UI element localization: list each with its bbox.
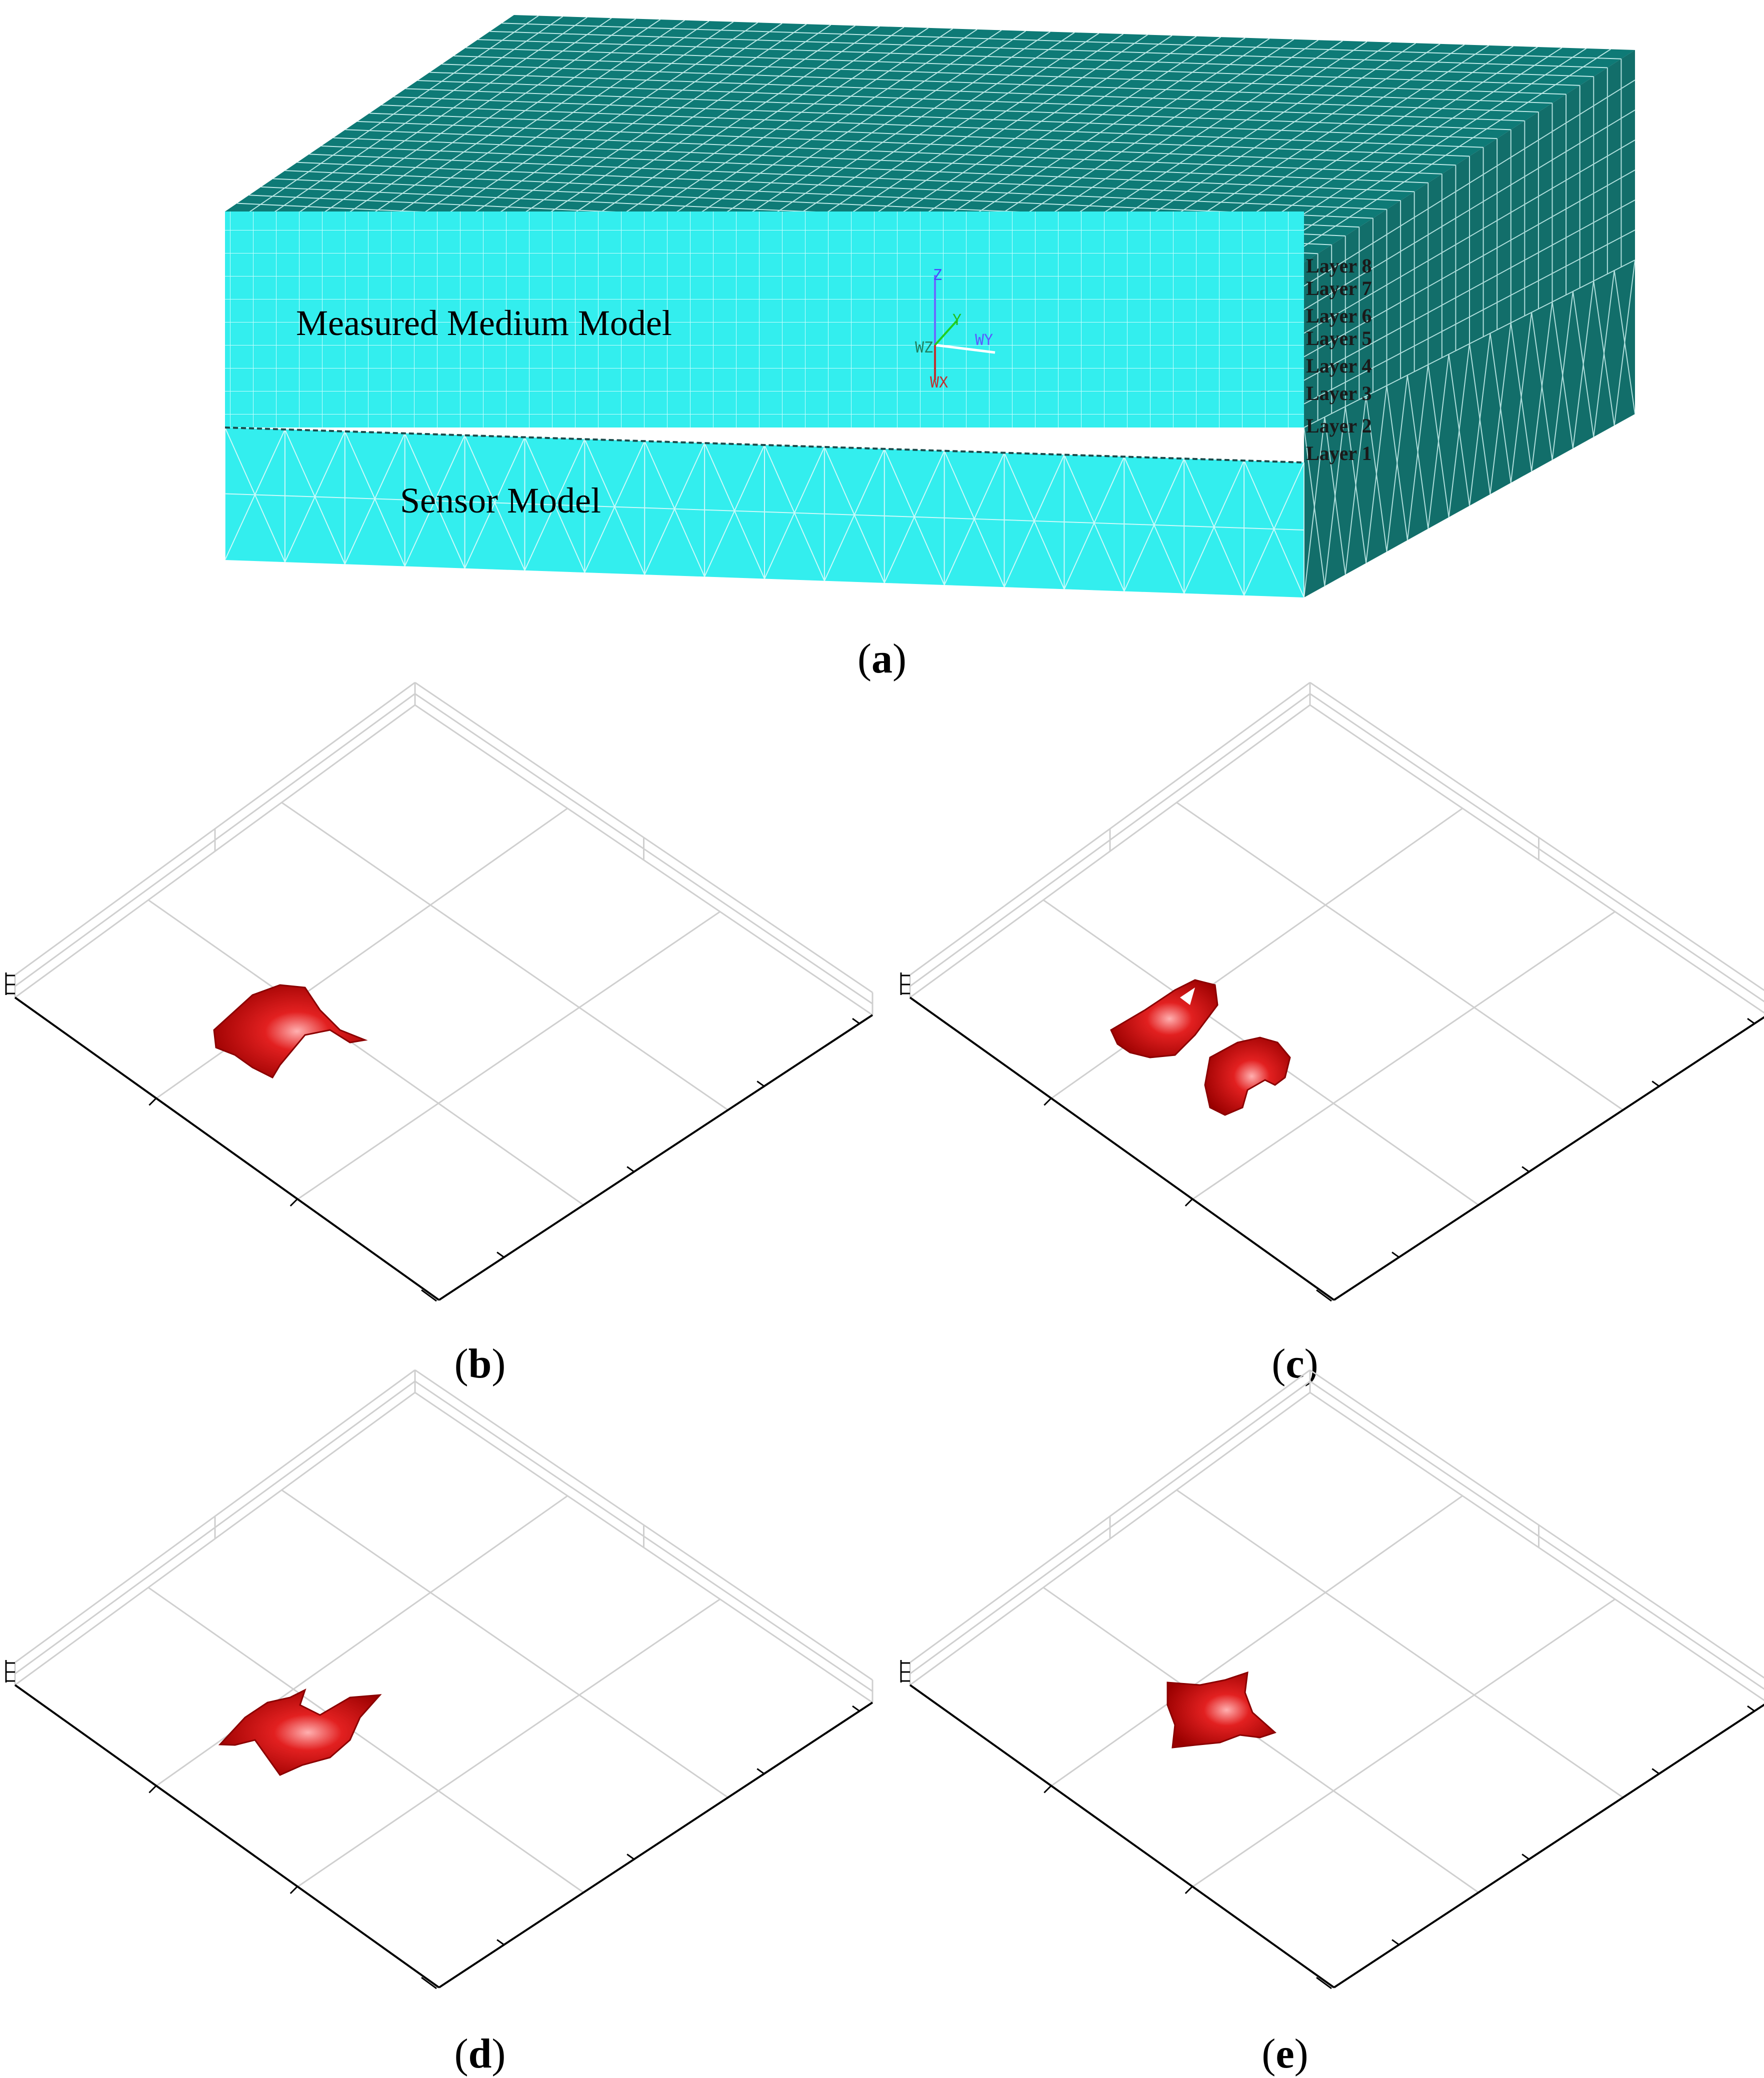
reconstruction-axes-b (5, 682, 874, 1302)
layer-label: Layer 8 (1306, 254, 1372, 277)
triad-wy-label: WY (975, 332, 993, 349)
layer-boundary-line (224, 426, 1304, 464)
panel-a: Measured Medium Model Sensor Model Z Y W… (224, 15, 1636, 682)
inclusion-blob-c (1110, 979, 1291, 1116)
sensor-front-mesh (224, 427, 1304, 598)
medium-front-face (225, 212, 1304, 428)
reconstruction-axes-d (5, 1369, 874, 1990)
side-face-mesh (1304, 58, 1636, 598)
caption-a: (a) (858, 636, 906, 682)
caption-d: (d) (454, 2030, 506, 2077)
panel-c: (c) (900, 682, 1764, 1387)
triad-wx-label: WX (930, 374, 948, 392)
inclusion-blob-d (218, 1688, 382, 1776)
layer-label: Layer 4 (1306, 354, 1372, 377)
reconstruction-axes-c (900, 682, 1764, 1302)
triad-y-label: Y (952, 312, 962, 329)
caption-e: (e) (1262, 2030, 1308, 2077)
layer-label: Layer 2 (1306, 414, 1372, 437)
layer-label: Layer 7 (1306, 277, 1372, 300)
caption-b: (b) (454, 1340, 506, 1387)
inclusion-blob-b (213, 984, 368, 1078)
caption-c: (c) (1272, 1340, 1318, 1387)
layer-label: Layer 1 (1306, 442, 1372, 464)
panel-e: (e) (900, 1369, 1764, 2077)
triad-z-label: Z (933, 266, 942, 284)
reconstruction-axes-e (900, 1369, 1764, 1990)
coordinate-triad: Z Y WY WZ WX (915, 266, 996, 392)
medium-model-label: Measured Medium Model (296, 303, 672, 343)
sensor-model-label: Sensor Model (400, 480, 601, 520)
medium-top-face (225, 15, 1635, 262)
panel-d: (d) (5, 1369, 874, 2077)
layer-label: Layer 5 (1306, 327, 1372, 350)
triad-wz-label: WZ (915, 339, 933, 356)
layer-labels: Layer 8 Layer 7 Layer 6 Layer 5 Layer 4 … (1306, 254, 1372, 464)
inclusion-blob-e (1166, 1671, 1276, 1748)
panel-b: (b) (5, 682, 874, 1387)
layer-label: Layer 3 (1306, 382, 1372, 404)
layer-label: Layer 6 (1306, 304, 1372, 327)
